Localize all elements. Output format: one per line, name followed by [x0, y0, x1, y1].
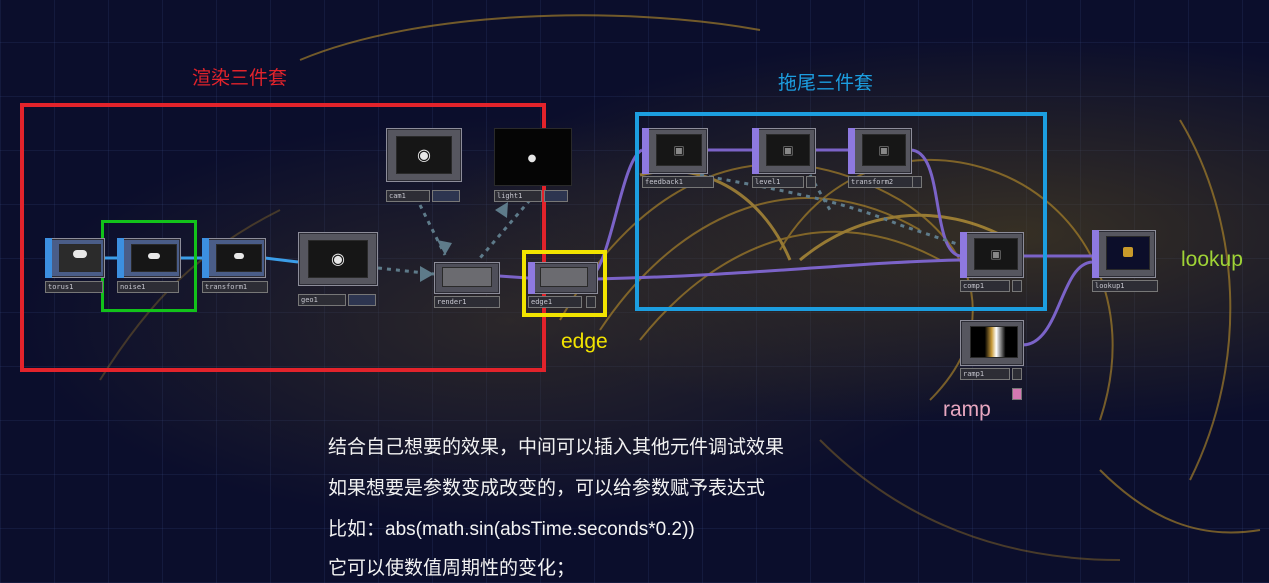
light1-flags[interactable] [544, 190, 568, 202]
background-swirl [99, 14, 1261, 561]
transform2-label: transform2 [848, 176, 914, 188]
feedback1-node[interactable]: ▣ feedback1 [642, 128, 716, 190]
ramp-tag: ramp [943, 398, 991, 421]
transform2-flag[interactable] [912, 176, 922, 188]
lookup-tag: lookup [1181, 248, 1243, 271]
lookup1-label: lookup1 [1092, 280, 1158, 292]
ramp1-node[interactable]: ramp1 [960, 320, 1026, 402]
feedback1-label: feedback1 [642, 176, 714, 188]
level1-label: level1 [752, 176, 804, 188]
render-group-box [20, 103, 546, 372]
light1-label: light1 [494, 190, 542, 202]
geo1-flags[interactable] [348, 294, 376, 306]
cam1-node[interactable]: ◉ cam1 [386, 128, 464, 206]
noise1-node[interactable]: noise1 [117, 238, 181, 294]
geo1-node[interactable]: ◉ geo1 [298, 232, 380, 310]
torus1-node[interactable]: torus1 [45, 238, 105, 294]
edge1-flag[interactable] [586, 296, 596, 308]
geo1-label: geo1 [298, 294, 346, 306]
transform1-label: transform1 [202, 281, 268, 293]
edge1-node[interactable]: edge1 [528, 262, 600, 310]
ramp1-label: ramp1 [960, 368, 1010, 380]
transform1-node[interactable]: transform1 [202, 238, 268, 294]
cam1-flags[interactable] [432, 190, 460, 202]
ramp-icon [970, 326, 1018, 358]
lookup-icon [1123, 247, 1133, 257]
level1-node[interactable]: ▣ level1 [752, 128, 818, 190]
comp1-node[interactable]: ▣ comp1 [960, 232, 1026, 296]
transform-icon: ▣ [878, 143, 890, 157]
light1-node[interactable]: ● light1 [494, 128, 574, 206]
comp1-label: comp1 [960, 280, 1010, 292]
transform-icon [234, 253, 244, 259]
cam1-label: cam1 [386, 190, 430, 202]
ramp1-pin[interactable] [1012, 388, 1022, 400]
noise-icon [148, 253, 160, 259]
note-line-1: 结合自己想要的效果，中间可以插入其他元件调试效果 [328, 437, 785, 458]
comp-icon: ▣ [990, 247, 1002, 261]
light-icon: ● [527, 153, 537, 164]
transform2-node[interactable]: ▣ transform2 [848, 128, 922, 190]
lookup1-node[interactable]: lookup1 [1092, 230, 1158, 296]
edge-tag: edge [561, 330, 608, 353]
torus1-label: torus1 [45, 281, 103, 293]
camera-icon: ◉ [331, 249, 345, 268]
feedback-icon: ▣ [673, 143, 685, 157]
render1-node[interactable]: render1 [434, 262, 502, 310]
trail-group-title: 拖尾三件套 [778, 72, 874, 94]
trail-group-box [635, 112, 1047, 311]
level1-flag[interactable] [806, 176, 816, 188]
comp1-flag[interactable] [1012, 280, 1022, 292]
ramp1-flag[interactable] [1012, 368, 1022, 380]
render-group-title: 渲染三件套 [192, 67, 288, 89]
edge-highlight-box [522, 250, 607, 317]
note-line-2: 如果想要是参数变成改变的，可以给参数赋予表达式 [328, 478, 766, 499]
torus-icon [73, 250, 87, 258]
edge1-label: edge1 [528, 296, 582, 308]
note-line-3: 比如：abs(math.sin(absTime.seconds*0.2)) [328, 519, 695, 540]
render1-label: render1 [434, 296, 500, 308]
level-icon: ▣ [782, 143, 794, 157]
camera-icon: ◉ [417, 145, 431, 164]
note-line-4: 它可以使数值周期性的变化； [328, 558, 576, 579]
noise1-label: noise1 [117, 281, 179, 293]
